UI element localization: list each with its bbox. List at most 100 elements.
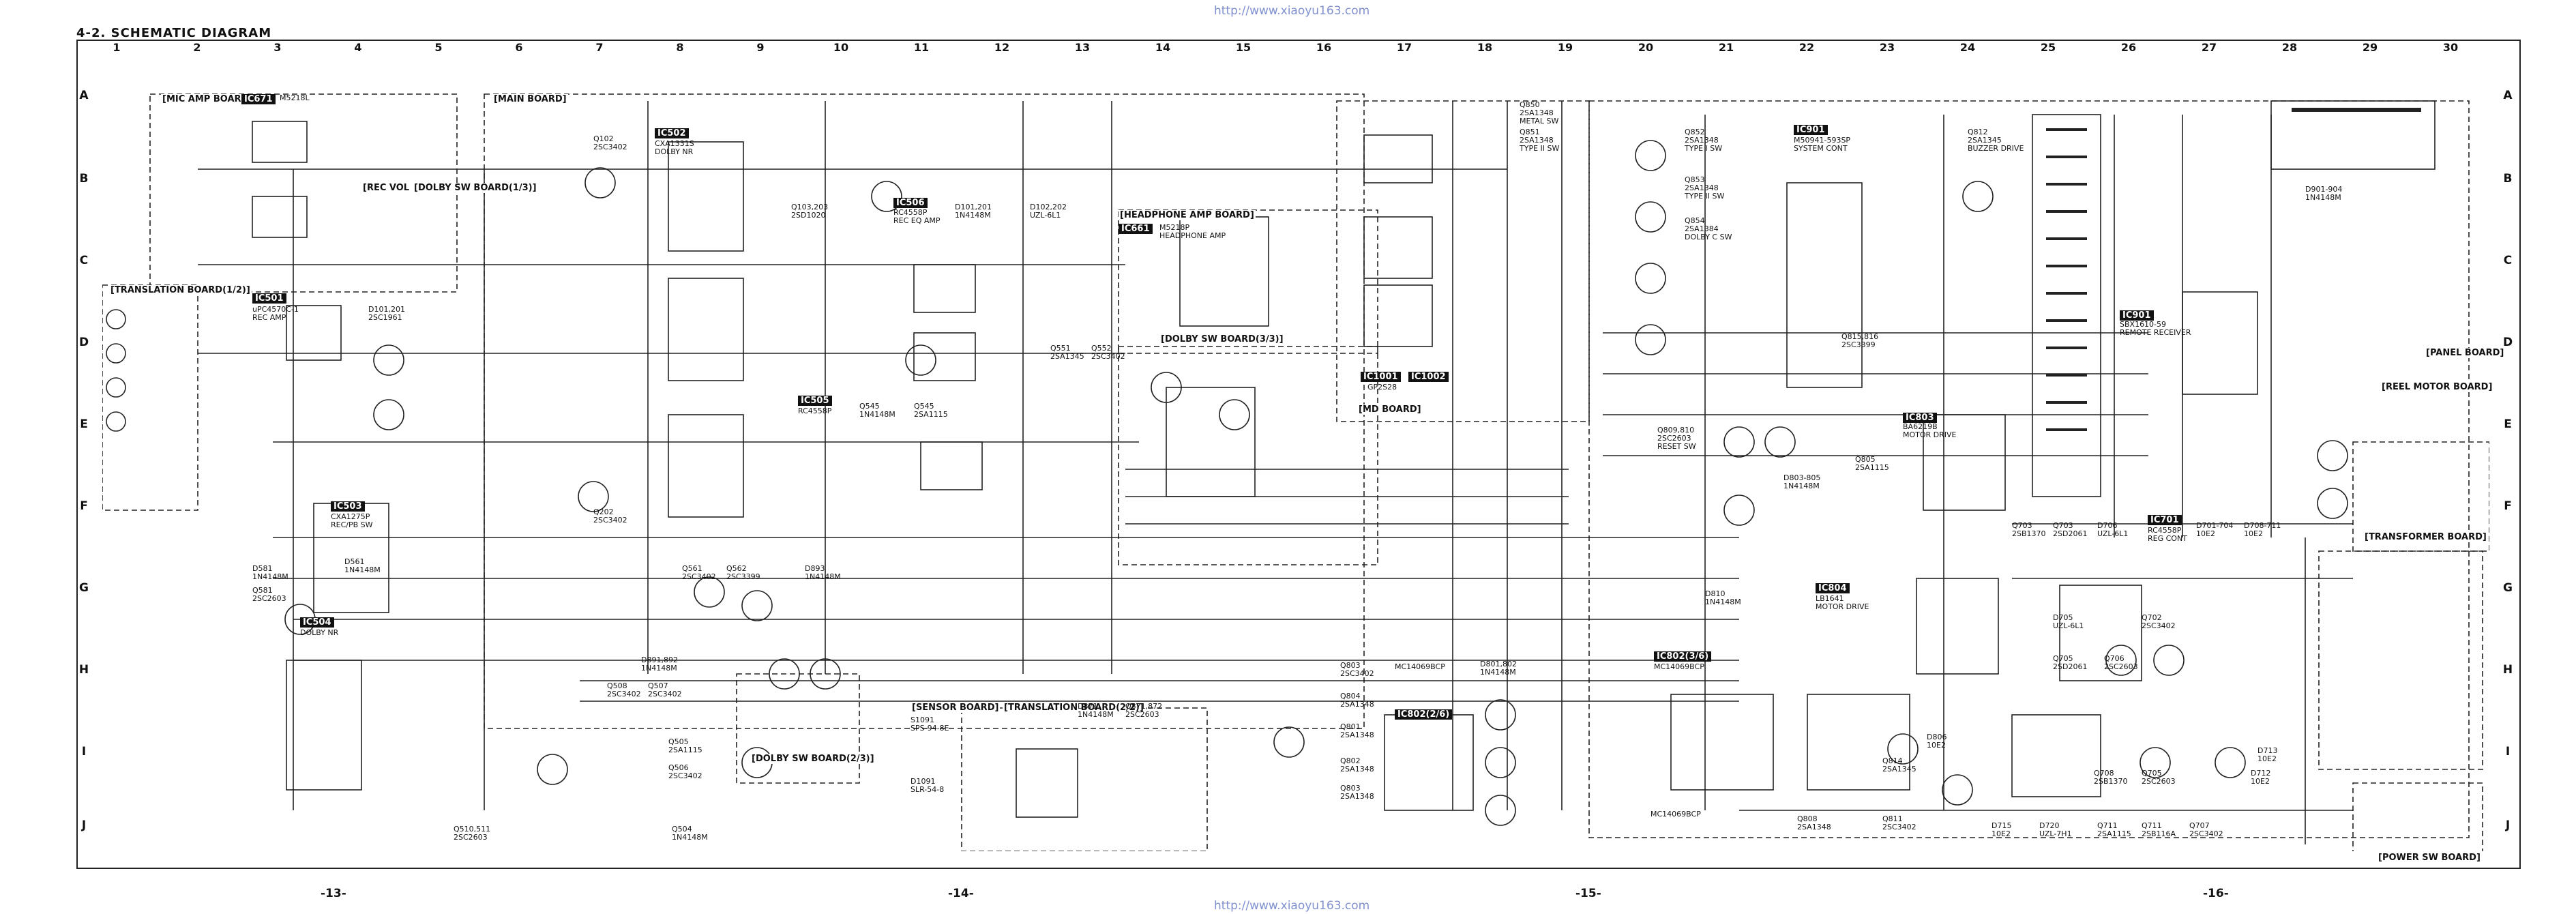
ic-tag: IC1002 xyxy=(1408,372,1449,382)
col-label: 26 xyxy=(2120,41,2137,54)
col-label: 5 xyxy=(434,41,443,54)
part-label: Q852 2SA1348 TYPE I SW xyxy=(1685,128,1723,153)
col-label: 17 xyxy=(1396,41,1412,54)
col-label: 20 xyxy=(1638,41,1654,54)
part-label: Q504 1N4148M xyxy=(672,825,708,842)
col-label: 8 xyxy=(676,41,684,54)
part-label: Q507 2SC3402 xyxy=(648,681,682,698)
row-label: F xyxy=(2504,499,2512,513)
ic-tag: IC901 xyxy=(1794,125,1828,135)
part-label: D871 1N4148M xyxy=(1078,702,1114,719)
part-label: Q706 2SC2603 xyxy=(2104,654,2138,671)
part-label: CXA1275P REC/PB SW xyxy=(331,512,373,529)
col-label: 28 xyxy=(2281,41,2298,54)
ic-tag: IC504 xyxy=(300,617,334,628)
ic-tag: IC802(2/6) xyxy=(1395,709,1453,720)
part-label: Q705 2SD2061 xyxy=(2053,654,2088,671)
col-label: 2 xyxy=(193,41,201,54)
part-label: D715 10E2 xyxy=(1992,821,2012,838)
row-label: H xyxy=(78,663,89,677)
ic-tag: IC506 xyxy=(893,198,928,208)
col-label: 11 xyxy=(913,41,930,54)
part-label: Q103,203 2SD1020 xyxy=(791,203,829,220)
row-label: F xyxy=(80,499,88,513)
row-label: G xyxy=(2503,581,2513,595)
part-label: Q506 2SC3402 xyxy=(668,763,702,780)
part-label: Q804 2SA1348 xyxy=(1340,692,1374,709)
page-number: -15- xyxy=(1575,887,1601,900)
part-label: Q562 2SC3399 xyxy=(726,564,760,581)
row-label: E xyxy=(2504,417,2512,431)
row-label: E xyxy=(80,417,88,431)
part-label: Q705 2SC2603 xyxy=(2142,769,2176,786)
col-label: 22 xyxy=(1798,41,1815,54)
board-label: [MAIN BOARD] xyxy=(492,94,568,104)
part-label: MC14069BCP xyxy=(1395,662,1445,671)
part-label: uPC4570C-1 REC AMP xyxy=(252,305,299,322)
page-number: -16- xyxy=(2203,887,2229,900)
part-label: Q815,816 2SC3399 xyxy=(1841,332,1879,349)
col-label: 29 xyxy=(2362,41,2378,54)
part-label: MC14069BCP xyxy=(1654,662,1704,671)
part-label: Q853 2SA1348 TYPE II SW xyxy=(1685,175,1725,201)
ic-tag: IC671 xyxy=(241,94,276,104)
board-label: [DOLBY SW BOARD(3/3)] xyxy=(1159,334,1285,344)
part-label: D1091 SLR-54-8 xyxy=(911,777,945,794)
part-label: Q711 2SA1115 xyxy=(2097,821,2131,838)
part-label: Q508 2SC3402 xyxy=(607,681,641,698)
part-label: Q545 1N4148M xyxy=(859,402,895,419)
col-label: 18 xyxy=(1477,41,1493,54)
ic-tag: IC901 xyxy=(2120,310,2154,321)
column-labels-top: 1 2 3 4 5 6 7 8 9 10 11 12 13 14 15 16 1… xyxy=(76,41,2518,56)
board-label: [SENSOR BOARD] xyxy=(911,703,1001,713)
part-label: D561 1N4148M xyxy=(344,557,381,574)
ic-tag: IC503 xyxy=(331,501,365,512)
part-label: Q102 2SC3402 xyxy=(593,134,627,151)
part-label: Q812 2SA1345 BUZZER DRIVE xyxy=(1968,128,2024,153)
row-label: B xyxy=(2503,172,2513,186)
board-label: [HEADPHONE AMP BOARD] xyxy=(1119,210,1256,220)
part-label: RC4558P REG CONT xyxy=(2148,526,2187,543)
part-label: D891,892 1N4148M xyxy=(641,655,678,673)
board-label: [TRANSLATION BOARD(1/2)] xyxy=(109,285,252,295)
col-label: 13 xyxy=(1074,41,1091,54)
col-label: 25 xyxy=(2040,41,2056,54)
row-label: I xyxy=(2505,745,2511,758)
watermark-bottom: http://www.xiaoyu163.com xyxy=(1214,899,1370,913)
row-label: D xyxy=(78,336,89,349)
row-label: B xyxy=(79,172,89,186)
part-label: S1091 SPS-94-8E xyxy=(911,716,949,733)
part-label: Q703 2SD2061 xyxy=(2053,521,2088,538)
col-label: 4 xyxy=(354,41,362,54)
board-label: [TRANSLATION BOARD(2/2)] xyxy=(1003,703,1145,713)
board-label: [POWER SW BOARD] xyxy=(2377,853,2482,863)
part-label: Q801 2SA1348 xyxy=(1340,722,1374,739)
col-label: 16 xyxy=(1316,41,1332,54)
row-label: H xyxy=(2502,663,2513,677)
part-label: M5218P HEADPHONE AMP xyxy=(1159,223,1226,240)
part-label: Q811 2SC3402 xyxy=(1882,814,1916,831)
part-label: Q505 2SA1115 xyxy=(668,737,702,754)
part-label: RC4558P REC EQ AMP xyxy=(893,208,941,225)
board-label: [DOLBY SW BOARD(1/3)] xyxy=(413,183,538,193)
board-label: [TRANSFORMER BOARD] xyxy=(2363,532,2488,542)
part-label: Q805 2SA1115 xyxy=(1855,455,1889,472)
part-label: D701-704 10E2 xyxy=(2196,521,2234,538)
row-label: A xyxy=(79,89,89,102)
part-label: Q552 2SC3402 xyxy=(1091,344,1125,361)
ic-tag: IC803 xyxy=(1903,413,1937,423)
part-label: CXA1331S DOLBY NR xyxy=(655,139,694,156)
part-label: D901-904 1N4148M xyxy=(2305,185,2343,202)
ic-tag: IC802(3/6) xyxy=(1654,651,1712,662)
part-label: RC4558P xyxy=(798,407,832,415)
part-label: Q703 2SB1370 xyxy=(2012,521,2046,538)
page-number: -14- xyxy=(948,887,974,900)
row-label: J xyxy=(2505,819,2511,832)
col-label: 21 xyxy=(1718,41,1734,54)
row-label: D xyxy=(2502,336,2513,349)
col-label: 1 xyxy=(113,41,121,54)
row-label: A xyxy=(2503,89,2513,102)
diagram-frame xyxy=(76,40,2521,869)
ic-tag: IC661 xyxy=(1119,224,1153,234)
diagram-title: 4-2. SCHEMATIC DIAGRAM xyxy=(76,26,272,40)
